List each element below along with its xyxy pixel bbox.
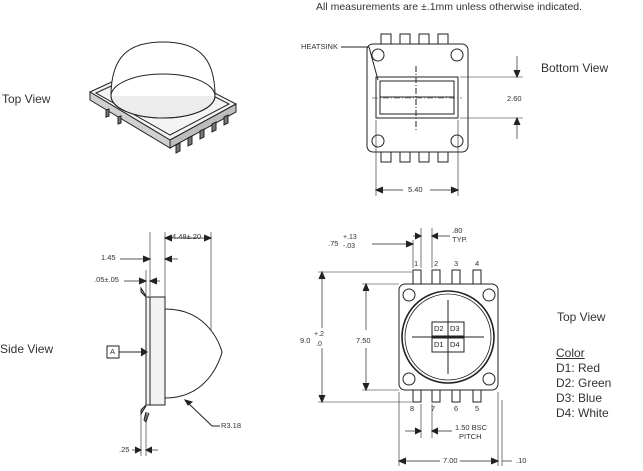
- isometric-led-package: [88, 41, 238, 154]
- top-view-drawing: [318, 228, 512, 466]
- die-label: D3: [450, 324, 460, 333]
- dim-side-25: .25: [119, 445, 130, 454]
- top-view-label: Top View: [2, 92, 51, 106]
- dim-side-length: 4.48±.20: [172, 232, 202, 241]
- tol-zero: .0: [316, 341, 322, 348]
- radius-label: R3.18: [221, 421, 242, 430]
- pin-number: 5: [475, 404, 480, 413]
- top-view-right-label: Top View: [557, 310, 606, 324]
- die-label: D4: [450, 340, 460, 349]
- dim-pitch-word: PITCH: [459, 432, 482, 441]
- pin-number: 3: [454, 259, 459, 268]
- dim-lead-extension: .10: [516, 456, 527, 465]
- dim-pitch: 1.50 BSC: [455, 423, 488, 432]
- tol-plus-2: +.2: [314, 331, 324, 338]
- legend-item: D3: Blue: [556, 391, 603, 405]
- bottom-view-drawing: [341, 33, 523, 196]
- dim-side-05: .05±.05: [94, 275, 119, 284]
- dim-bottom-width: 5.40: [408, 185, 423, 194]
- pin-number: 4: [475, 259, 480, 268]
- pin-number: 1: [414, 259, 419, 268]
- legend-item: D2: Green: [556, 376, 612, 390]
- tol-plus: +.13: [343, 234, 357, 241]
- dim-pin-typ: TYP.: [452, 235, 468, 244]
- measurement-note: All measurements are ±.1mm unless otherw…: [316, 1, 583, 13]
- bottom-view-label: Bottom View: [541, 61, 609, 75]
- pin-number: 2: [434, 259, 439, 268]
- dim-pin-offset: .75: [328, 239, 339, 248]
- dim-side-145: 1.45: [101, 253, 116, 262]
- legend-title: Color: [556, 346, 585, 360]
- pin-number: 6: [454, 404, 459, 413]
- dim-body-height: 7.50: [356, 336, 371, 345]
- die-label: D1: [434, 340, 444, 349]
- heatsink-label: HEATSINK: [301, 42, 338, 51]
- dim-bottom-height: 2.60: [507, 94, 522, 103]
- side-view-drawing: [106, 232, 223, 456]
- side-view-label: Side View: [0, 342, 54, 356]
- pin-number: 8: [410, 404, 415, 413]
- pin-number: 7: [431, 404, 436, 413]
- tol-minus: -.03: [343, 243, 356, 250]
- dim-body-width: 7.00: [443, 456, 458, 465]
- legend-item: D1: Red: [556, 361, 601, 375]
- dim-total-height: 9.0: [300, 336, 311, 345]
- die-label: D2: [434, 324, 444, 333]
- dim-pin-width: .80: [452, 226, 463, 235]
- datum-a: A: [110, 347, 116, 356]
- legend-item: D4: White: [556, 406, 609, 420]
